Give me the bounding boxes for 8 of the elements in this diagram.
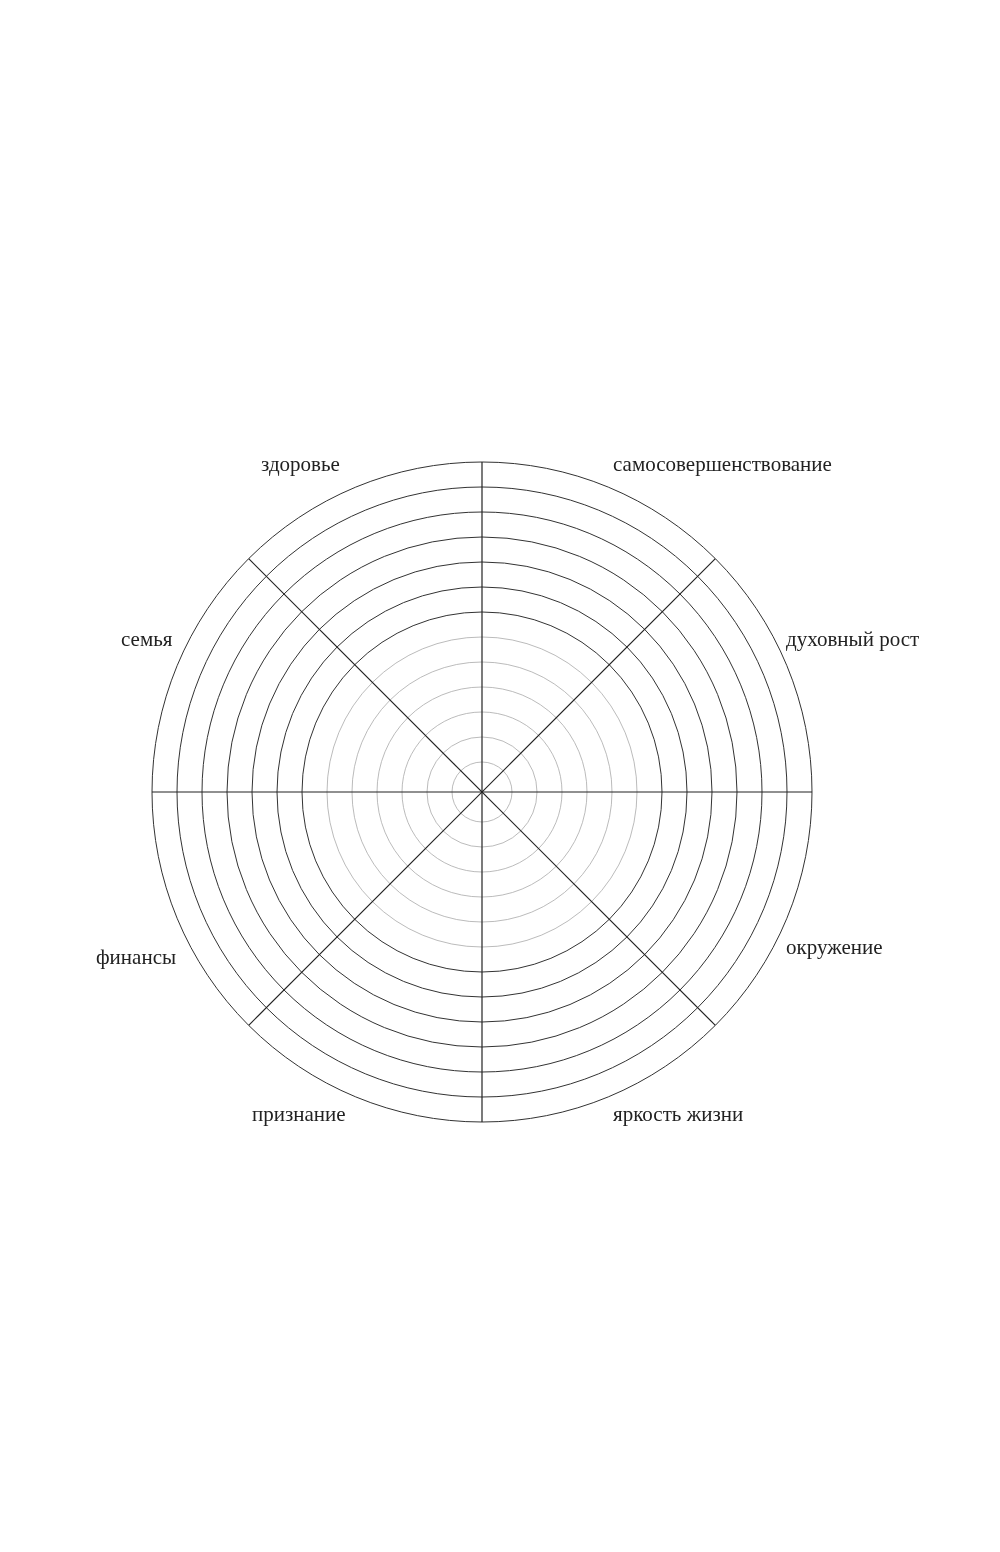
sector-label: признание [252,1104,346,1125]
sector-label: окружение [786,937,883,958]
sector-label: финансы [96,947,177,968]
sector-label: яркость жизни [613,1104,744,1125]
sector-label: здоровье [261,454,340,475]
sector-label: самосовершенствование [613,454,832,475]
sector-label: семья [121,629,173,650]
sector-label: духовный рост [786,629,920,650]
